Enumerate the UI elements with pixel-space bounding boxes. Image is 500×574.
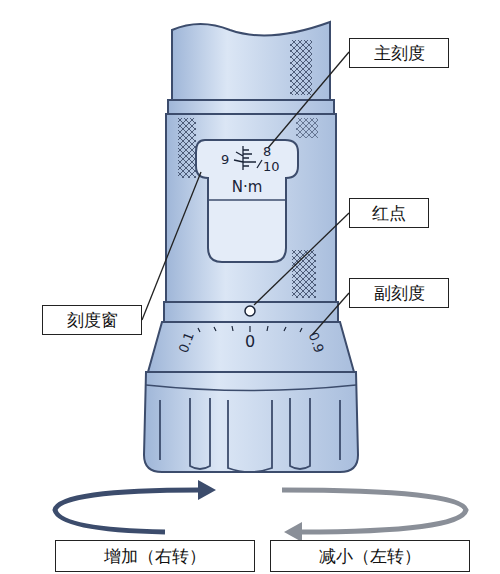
scale-number: 0 [245,334,255,350]
callout-text: 增加（右转） [104,545,206,568]
scale-number: N·m [232,180,263,195]
callout-text: 减小（左转） [319,545,421,568]
scale-number: 8 [263,145,271,158]
direction-box: 减小（左转） [270,540,470,572]
callout-box: 红点 [349,198,429,228]
callout-text: 副刻度 [374,282,425,305]
scale-number: 10 [263,160,280,173]
callout-box: 主刻度 [349,38,449,68]
callout-text: 主刻度 [374,42,425,65]
callout-text: 红点 [372,202,406,225]
callout-box: 副刻度 [349,278,449,308]
callout-box: 刻度窗 [42,305,142,335]
callout-text: 刻度窗 [67,309,118,332]
scale-number: 9 [221,153,229,166]
direction-box: 增加（右转） [55,540,255,572]
